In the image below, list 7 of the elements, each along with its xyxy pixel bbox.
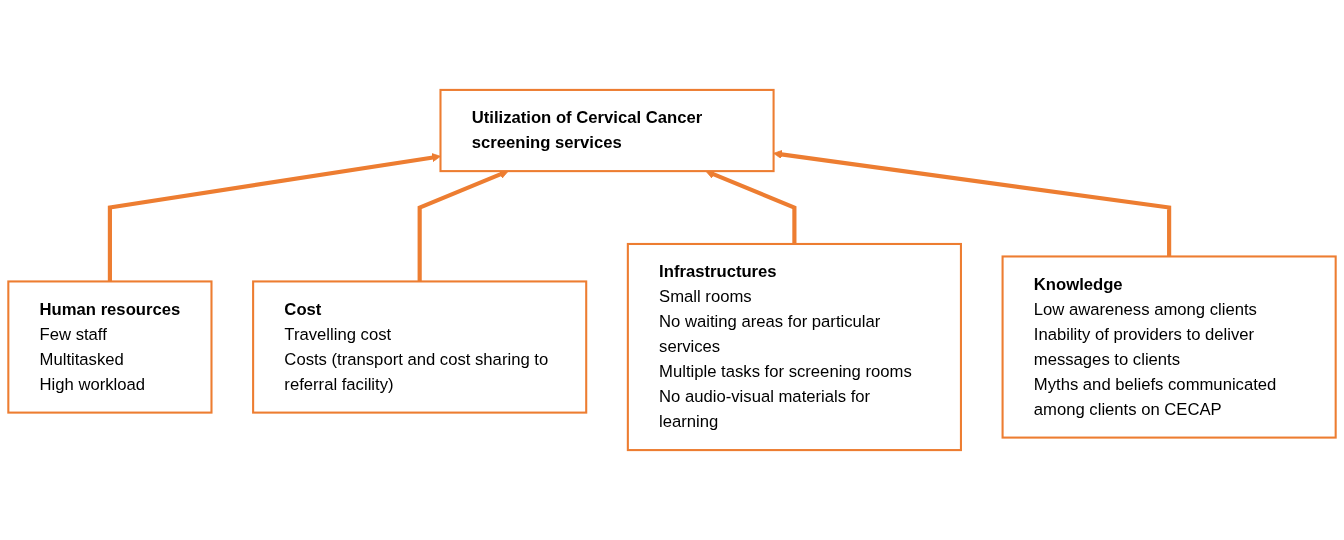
arrow	[107, 153, 441, 282]
node-box: Cost Travelling cost Costs (transport and cost sharing to referral facility)	[252, 280, 588, 414]
node-box: Human resources Few staff Multitasked High workload	[7, 280, 213, 414]
node-box: Knowledge Low awareness among clients Inability of providers to deliver messages to clients Myths and beliefs communicated among clients on CECAP	[1001, 255, 1337, 439]
arrow	[773, 149, 1172, 257]
node-box: Infrastructures Small rooms No waiting areas for particular services Multiple tasks for screening rooms No audio-visual materials for learning	[626, 242, 962, 452]
node-box: Utilization of Cervical Cancer screening services	[439, 88, 775, 173]
